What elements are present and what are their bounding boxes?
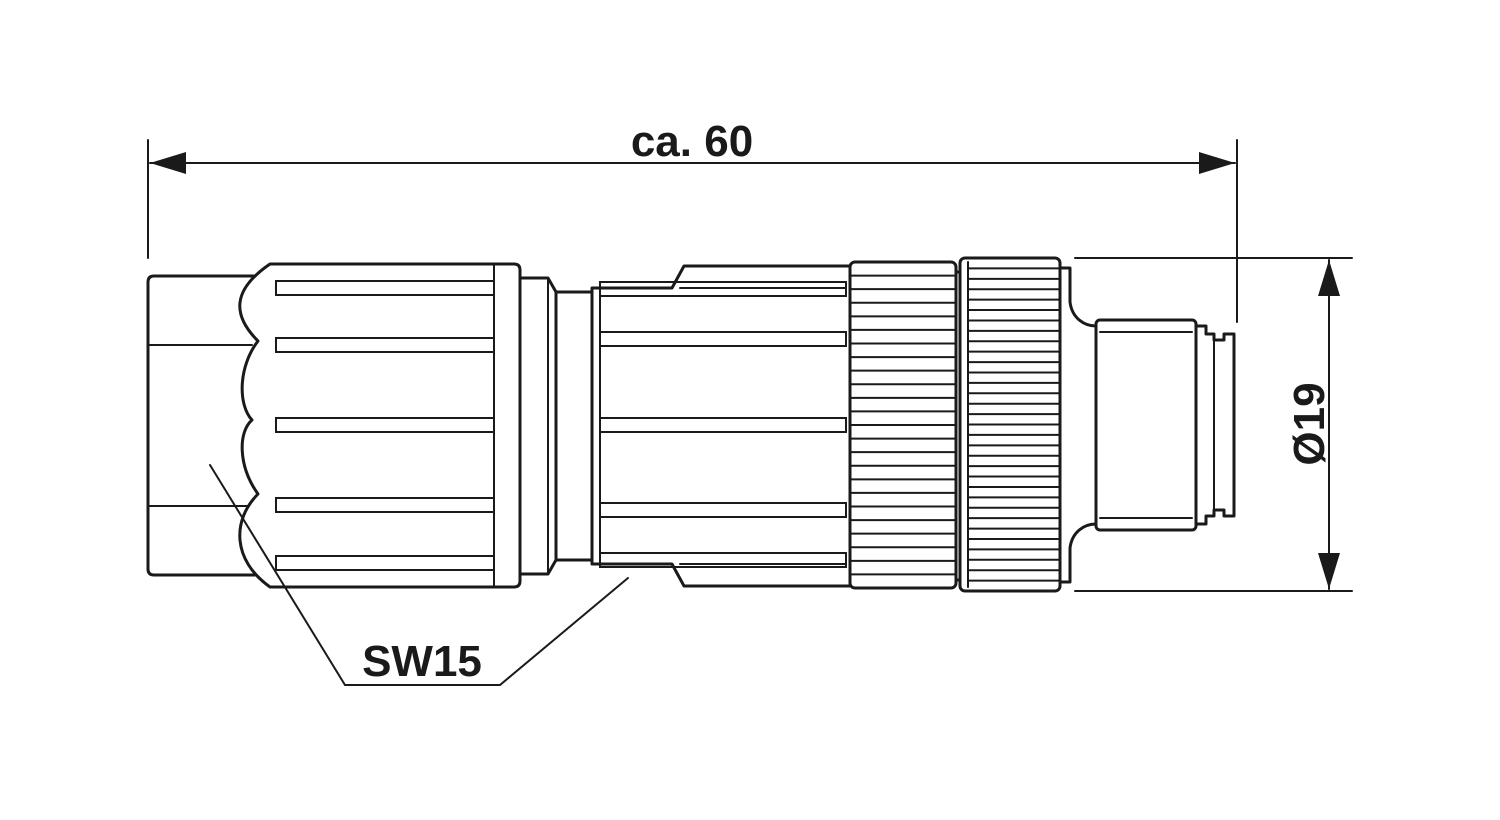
groove	[599, 281, 847, 297]
length-arrow-left	[150, 152, 186, 174]
diameter-arrow-bottom	[1318, 553, 1340, 589]
groove	[599, 552, 847, 568]
groove	[599, 331, 847, 347]
groove	[275, 280, 495, 296]
clamping-nut	[238, 262, 522, 589]
groove	[275, 555, 495, 571]
neck-collar	[518, 276, 558, 576]
groove	[275, 337, 495, 353]
neck-shaft	[554, 290, 594, 562]
shoulder-curve-top	[1058, 266, 1098, 328]
groove	[275, 417, 495, 433]
shoulder-curve-bottom	[1058, 522, 1098, 584]
wrench-size-label: SW15	[362, 637, 482, 686]
plug-body	[1094, 318, 1198, 532]
wrench-size-leader	[209, 464, 629, 686]
length-arrow-right	[1199, 152, 1235, 174]
knurled-ring-2	[958, 256, 1062, 593]
knurled-ring-1	[848, 260, 958, 590]
cable-end-outline	[146, 274, 260, 577]
wrench-size-callout: SW15	[209, 464, 629, 686]
clamping-nut-outline	[238, 262, 522, 589]
knurl-lines-1	[849, 274, 957, 576]
diameter-arrow-top	[1318, 260, 1340, 296]
groove	[599, 502, 847, 518]
length-label: ca. 60	[631, 117, 753, 166]
length-dimension: ca. 60	[147, 117, 1238, 323]
clamping-nut-grooves	[275, 280, 495, 571]
diameter-dimension: Ø19	[1074, 257, 1353, 592]
diameter-label: Ø19	[1285, 382, 1334, 465]
groove	[599, 417, 847, 433]
plug-tip	[1058, 266, 1236, 584]
knurl-lines-2	[967, 267, 1061, 582]
neck	[518, 276, 594, 576]
groove	[275, 497, 495, 513]
sleeve-outline	[590, 264, 854, 588]
sleeve-grooves	[599, 281, 847, 568]
grooved-sleeve	[590, 264, 854, 588]
